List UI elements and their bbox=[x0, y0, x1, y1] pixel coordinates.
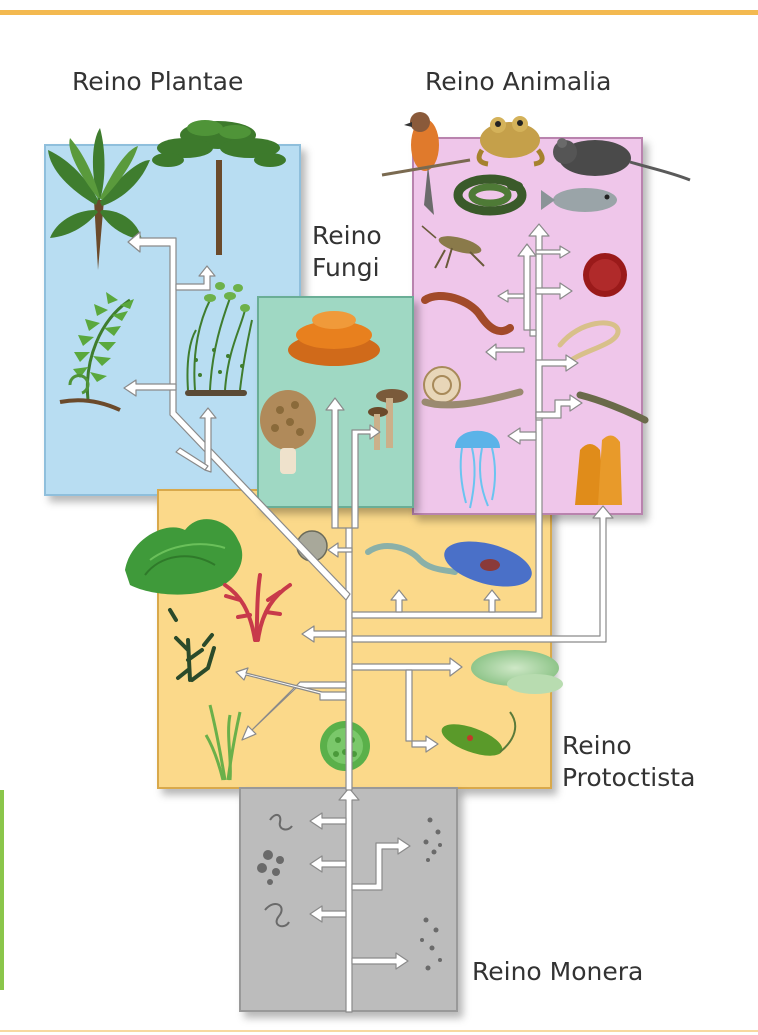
label-reino-plantae: Reino Plantae bbox=[72, 66, 243, 98]
label-reino-fungi: Reino Fungi bbox=[312, 220, 382, 284]
diatom-illustration bbox=[320, 721, 370, 771]
label-reino-monera: Reino Monera bbox=[472, 956, 643, 988]
sea-urchin-illustration bbox=[583, 253, 627, 297]
label-reino-protoctista: Reino Protoctista bbox=[562, 730, 695, 794]
label-reino-animalia: Reino Animalia bbox=[425, 66, 611, 98]
